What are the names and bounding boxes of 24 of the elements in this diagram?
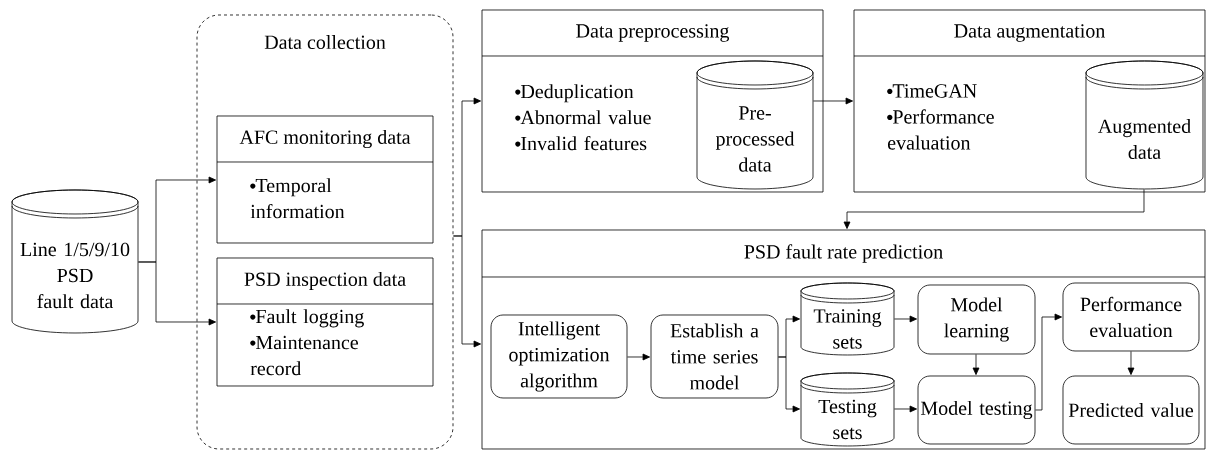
database-cylinder: Testing sets xyxy=(800,372,895,447)
arrow xyxy=(843,189,1145,229)
rounded-process-box: Performance evaluation xyxy=(1062,282,1200,352)
database-cylinder: Pre-processed data xyxy=(696,60,814,190)
rounded-process-box: Model testing xyxy=(917,375,1036,445)
arrow xyxy=(1127,351,1135,375)
database-cylinder: Line 1/5/9/10 PSD fault data xyxy=(11,189,139,334)
rounded-process-box: Establish a time series model xyxy=(650,314,779,399)
database-cylinder: Augmented data xyxy=(1085,60,1204,190)
rounded-process-box: Predicted value xyxy=(1062,375,1200,445)
arrow xyxy=(894,405,917,413)
arrow xyxy=(1035,313,1062,411)
rounded-process-box: Model learning xyxy=(917,284,1036,355)
arrow xyxy=(813,97,853,105)
arrow xyxy=(138,261,216,326)
arrow xyxy=(453,235,481,348)
process-panel: PSD inspection data Fault logging Maintenance record xyxy=(216,257,434,387)
rounded-process-box: Intelligent optimization algorithm xyxy=(490,314,628,399)
process-panel: AFC monitoring data Temporal information xyxy=(216,115,434,244)
database-cylinder: Training sets xyxy=(800,282,895,356)
arrow xyxy=(627,353,650,361)
arrow xyxy=(894,315,917,323)
arrow xyxy=(778,356,800,413)
arrow xyxy=(972,354,980,375)
